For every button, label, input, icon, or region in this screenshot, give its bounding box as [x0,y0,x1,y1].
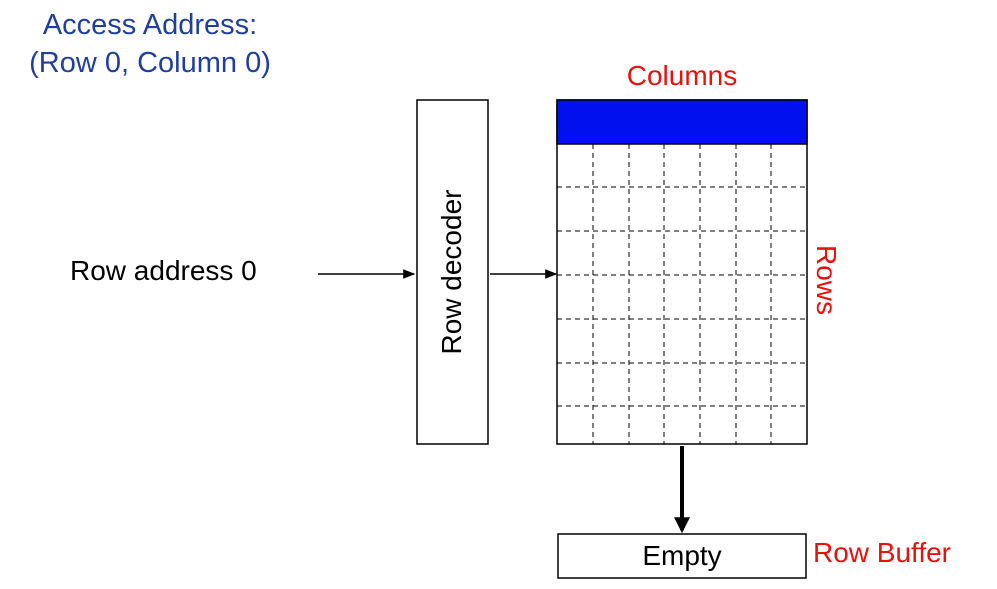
row-buffer-label: Row Buffer [813,537,951,568]
row-buffer-content: Empty [642,540,722,571]
memory-array [556,99,808,445]
row-address-label: Row address 0 [70,255,257,286]
row-decoder-label: Row decoder [436,189,467,355]
row-decoder-box [416,99,489,445]
columns-label: Columns [626,60,738,91]
active-row [556,99,808,145]
access-address-value: (Row 0, Column 0) [29,47,271,79]
access-address-heading: Access Address: [42,9,258,41]
row-buffer-box [557,533,807,579]
rows-label: Rows [811,244,842,315]
